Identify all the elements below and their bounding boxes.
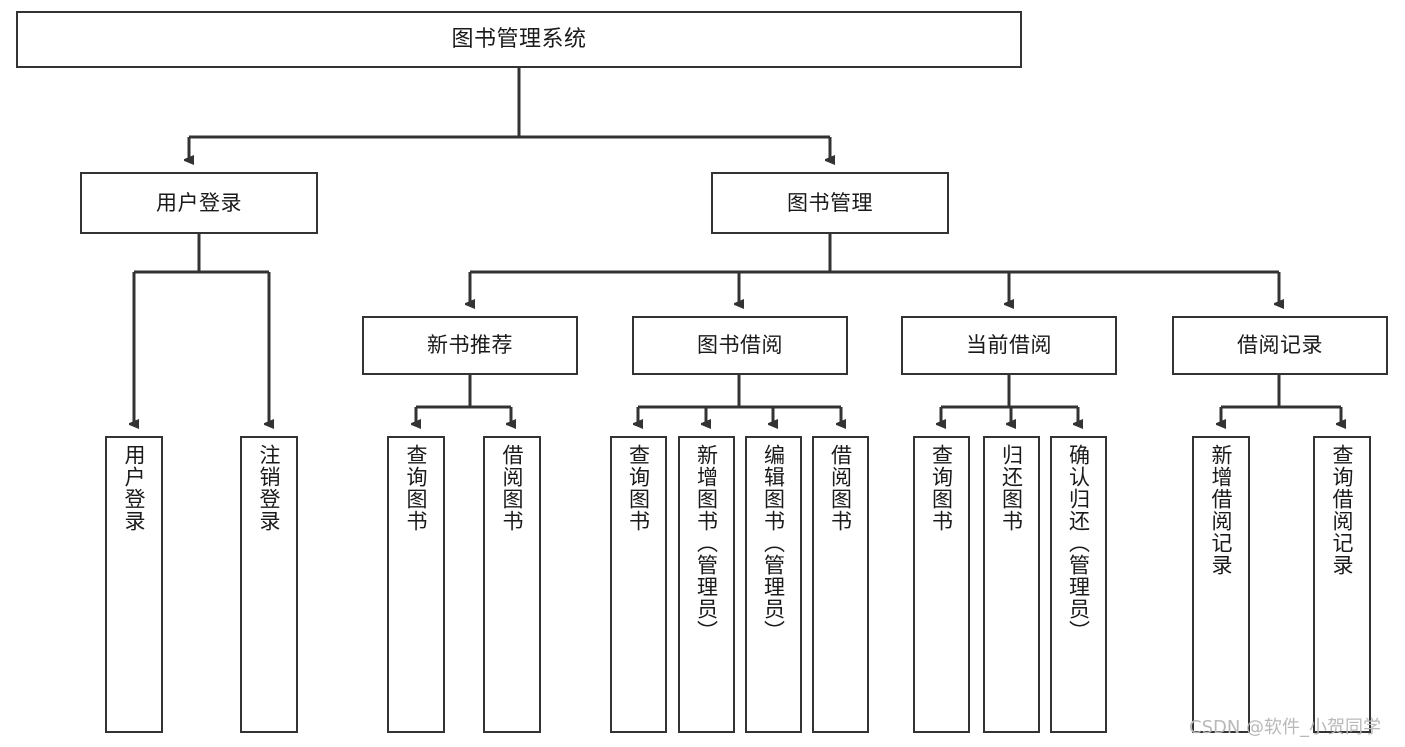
node-leaf-query-book-2-label: 查询图书 [626, 444, 651, 532]
node-leaf-add-record-label: 新增借阅记录 [1209, 444, 1234, 576]
node-leaf-query-book-3-label: 查询图书 [929, 444, 954, 532]
node-leaf-edit-book[interactable]: 编辑图书（管理员） [745, 436, 802, 733]
node-leaf-query-record[interactable]: 查询借阅记录 [1313, 436, 1371, 733]
node-leaf-add-book[interactable]: 新增图书（管理员） [678, 436, 735, 733]
node-leaf-add-record[interactable]: 新增借阅记录 [1192, 436, 1250, 733]
node-leaf-confirm-return-label: 确认归还（管理员） [1066, 444, 1091, 642]
node-root[interactable]: 图书管理系统 [16, 11, 1022, 68]
node-book-borrow-label: 图书借阅 [697, 333, 783, 358]
node-leaf-edit-book-label: 编辑图书（管理员） [761, 444, 786, 642]
node-user-login-label: 用户登录 [156, 190, 242, 215]
node-book-borrow[interactable]: 图书借阅 [632, 316, 848, 375]
node-current-borrow[interactable]: 当前借阅 [901, 316, 1117, 375]
node-leaf-user-login-label: 用户登录 [122, 444, 147, 532]
node-leaf-logout-login-label: 注销登录 [257, 444, 282, 532]
node-leaf-confirm-return[interactable]: 确认归还（管理员） [1050, 436, 1107, 733]
node-new-book-recommend-label: 新书推荐 [427, 333, 513, 358]
node-leaf-query-record-label: 查询借阅记录 [1330, 444, 1355, 576]
node-book-manage[interactable]: 图书管理 [711, 172, 949, 234]
node-leaf-query-book-2[interactable]: 查询图书 [610, 436, 667, 733]
node-leaf-add-book-label: 新增图书（管理员） [694, 444, 719, 642]
node-leaf-borrow-book-2[interactable]: 借阅图书 [812, 436, 869, 733]
node-leaf-query-book-1[interactable]: 查询图书 [387, 436, 445, 733]
node-borrow-record-label: 借阅记录 [1237, 333, 1323, 358]
node-leaf-borrow-book-1-label: 借阅图书 [500, 444, 525, 532]
node-leaf-return-book[interactable]: 归还图书 [983, 436, 1040, 733]
node-root-label: 图书管理系统 [451, 26, 587, 52]
node-new-book-recommend[interactable]: 新书推荐 [362, 316, 578, 375]
node-leaf-return-book-label: 归还图书 [999, 444, 1024, 532]
node-leaf-borrow-book-1[interactable]: 借阅图书 [483, 436, 541, 733]
node-current-borrow-label: 当前借阅 [966, 333, 1052, 358]
node-borrow-record[interactable]: 借阅记录 [1172, 316, 1388, 375]
node-book-manage-label: 图书管理 [787, 190, 873, 215]
node-leaf-query-book-1-label: 查询图书 [404, 444, 429, 532]
node-leaf-logout-login[interactable]: 注销登录 [240, 436, 298, 733]
node-leaf-query-book-3[interactable]: 查询图书 [913, 436, 970, 733]
node-leaf-borrow-book-2-label: 借阅图书 [828, 444, 853, 532]
node-leaf-user-login[interactable]: 用户登录 [105, 436, 163, 733]
node-user-login[interactable]: 用户登录 [80, 172, 318, 234]
